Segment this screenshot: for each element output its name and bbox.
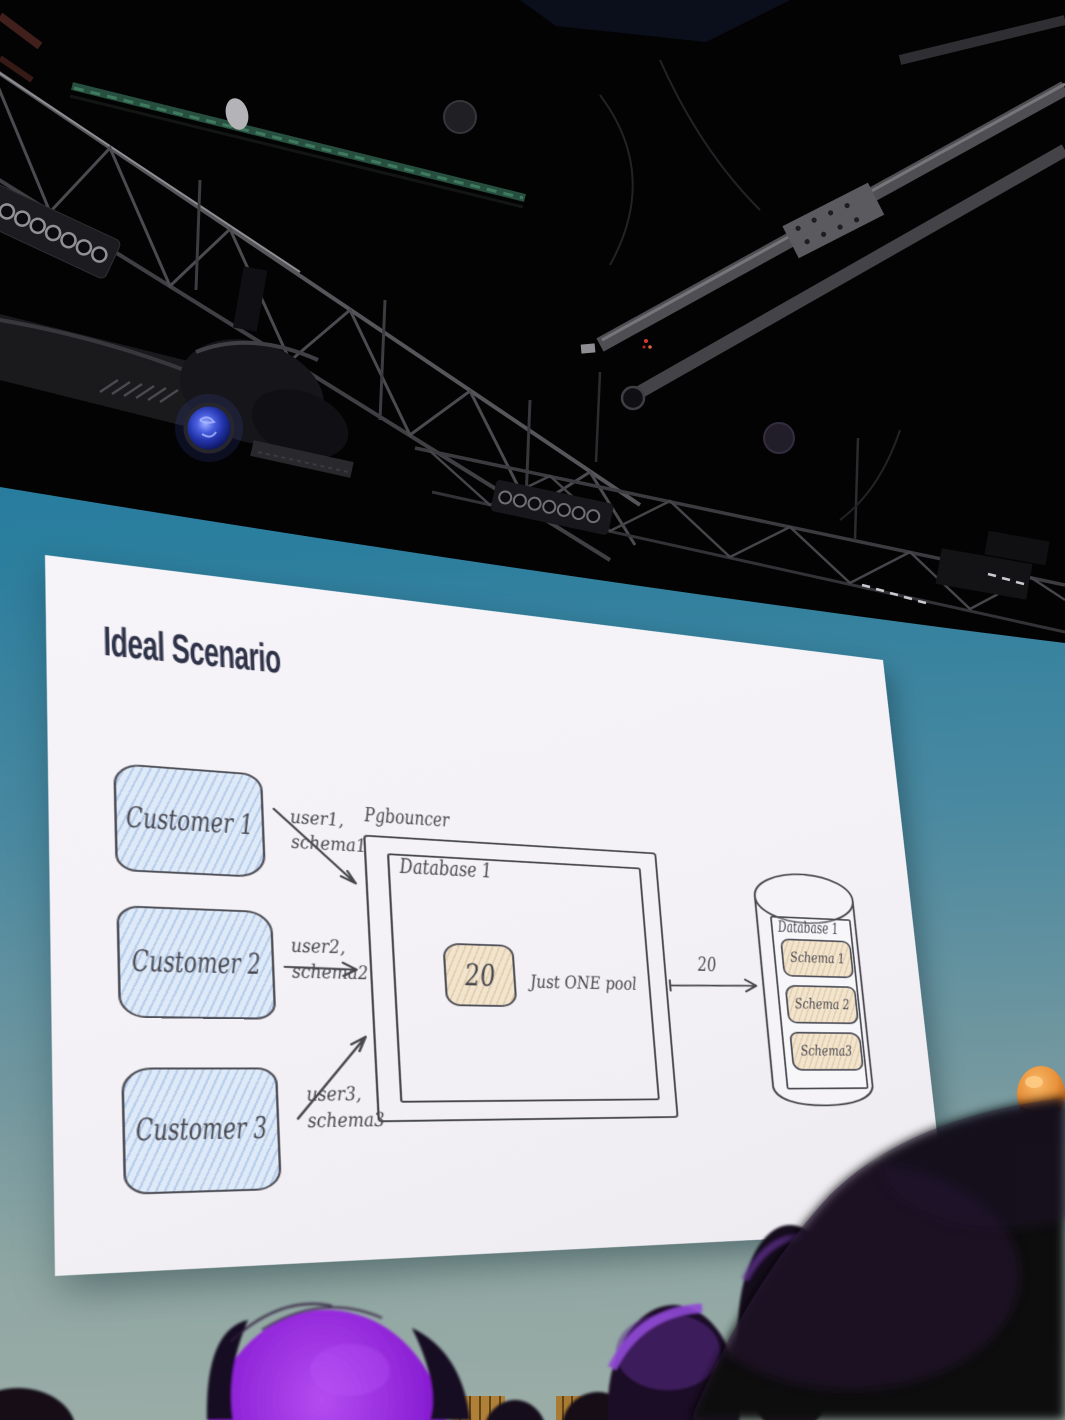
tiny-lights xyxy=(861,572,1025,605)
head-bottom-left xyxy=(0,1388,74,1420)
speaker-circle xyxy=(443,100,477,134)
fixture-lens xyxy=(620,385,646,411)
bolt-plate xyxy=(782,182,885,259)
speaker-circle-2 xyxy=(763,422,795,454)
hair-fringe-left xyxy=(206,1320,248,1420)
hair-mid xyxy=(486,1400,544,1420)
head-big-blur xyxy=(690,1098,1065,1420)
led-bar-left xyxy=(0,179,121,279)
blue-lens xyxy=(187,406,231,450)
green-led-strip xyxy=(69,82,526,209)
ceiling-blue-glow xyxy=(520,0,790,42)
head-purple-bald xyxy=(206,1302,470,1420)
steel-beams xyxy=(596,15,1065,398)
red-truss-corner xyxy=(0,12,43,83)
rig-equipment-right xyxy=(861,530,1050,605)
status-leds xyxy=(580,339,652,354)
hair-fringe-right xyxy=(412,1328,470,1420)
cables xyxy=(599,59,901,521)
moving-head-light xyxy=(175,266,354,478)
duct-grille xyxy=(99,378,179,404)
pale-lamp-head xyxy=(225,98,249,130)
led-bar-mid xyxy=(490,480,614,535)
